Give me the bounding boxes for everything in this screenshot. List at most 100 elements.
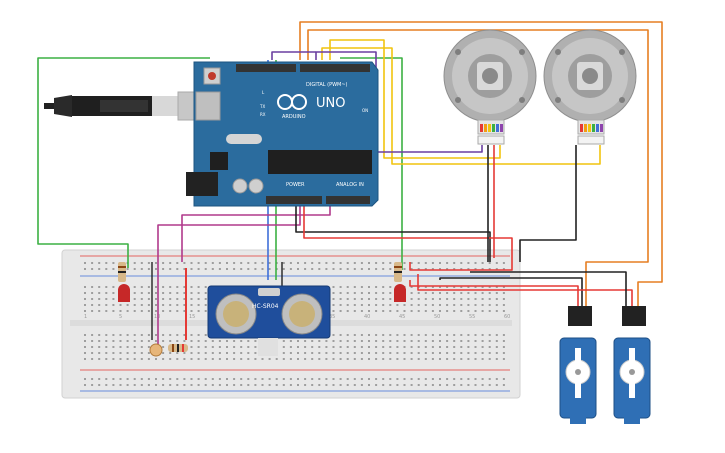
- breadboard-hole: [190, 304, 193, 306]
- breadboard-hole: [446, 352, 449, 354]
- breadboard-hole: [368, 292, 370, 294]
- breadboard-hole: [147, 310, 150, 312]
- breadboard-hole: [389, 304, 392, 306]
- breadboard-hole: [474, 352, 477, 354]
- breadboard-hole: [410, 292, 413, 294]
- breadboard-hole: [332, 298, 335, 300]
- breadboard-hole: [84, 286, 86, 288]
- breadboard-hole: [389, 286, 392, 288]
- breadboard-hole: [368, 334, 370, 336]
- breadboard-column-number: 15: [189, 314, 195, 320]
- breadboard-hole: [133, 298, 136, 300]
- breadboard-hole: [467, 358, 470, 360]
- breadboard-hole: [360, 262, 363, 264]
- breadboard-hole: [147, 286, 150, 288]
- breadboard-hole: [502, 304, 505, 306]
- breadboard-hole: [112, 262, 115, 264]
- breadboard-hole: [126, 304, 129, 306]
- breadboard-hole: [318, 262, 321, 264]
- breadboard-hole: [382, 378, 385, 380]
- breadboard-hole: [417, 298, 420, 300]
- breadboard-hole: [368, 346, 370, 348]
- breadboard-hole: [502, 352, 505, 354]
- breadboard-hole: [155, 378, 157, 380]
- breadboard-hole: [261, 384, 264, 386]
- breadboard-hole: [389, 334, 392, 336]
- breadboard-hole: [332, 262, 335, 264]
- breadboard-hole: [268, 384, 271, 386]
- breadboard-hole: [396, 384, 399, 386]
- breadboard-hole: [502, 378, 505, 380]
- breadboard-hole: [183, 334, 186, 336]
- breadboard-hole: [453, 378, 456, 380]
- breadboard-hole: [304, 262, 307, 264]
- breadboard-hole: [446, 346, 449, 348]
- breadboard-hole: [204, 310, 207, 312]
- breadboard-column-number: 1: [84, 314, 87, 320]
- breadboard-hole: [382, 334, 385, 336]
- breadboard-hole: [162, 262, 165, 264]
- breadboard-hole: [226, 340, 228, 342]
- breadboard-hole: [403, 334, 406, 336]
- breadboard-hole: [297, 384, 299, 386]
- breadboard-hole: [233, 378, 236, 380]
- breadboard-hole: [339, 378, 342, 380]
- breadboard-hole: [126, 384, 129, 386]
- breadboard-hole: [368, 286, 370, 288]
- breadboard-hole: [211, 378, 214, 380]
- breadboard-hole: [481, 346, 484, 348]
- breadboard-hole: [84, 378, 86, 380]
- breadboard-hole: [247, 340, 250, 342]
- breadboard-hole: [346, 310, 349, 312]
- breadboard-hole: [325, 262, 328, 264]
- breadboard-hole: [98, 298, 101, 300]
- breadboard-hole: [396, 310, 399, 312]
- breadboard-hole: [495, 310, 498, 312]
- breadboard-hole: [339, 310, 342, 312]
- breadboard-hole: [311, 340, 314, 342]
- breadboard-hole: [396, 358, 399, 360]
- breadboard-hole: [112, 292, 115, 294]
- breadboard-hole: [240, 268, 243, 270]
- breadboard-hole: [204, 340, 207, 342]
- arduino-brand: ARDUINO: [282, 114, 306, 120]
- breadboard-hole: [84, 298, 86, 300]
- breadboard-hole: [502, 334, 505, 336]
- breadboard-hole: [325, 358, 328, 360]
- breadboard-hole: [368, 358, 370, 360]
- breadboard-hole: [304, 340, 307, 342]
- breadboard-hole: [289, 340, 292, 342]
- breadboard-hole: [226, 262, 228, 264]
- breadboard-hole: [133, 340, 136, 342]
- breadboard-hole: [481, 378, 484, 380]
- breadboard-hole: [318, 352, 321, 354]
- breadboard-hole: [446, 310, 449, 312]
- breadboard-hole: [140, 352, 143, 354]
- breadboard-hole: [140, 286, 143, 288]
- breadboard-hole: [353, 352, 356, 354]
- breadboard-hole: [240, 352, 243, 354]
- motor-right: [543, 29, 637, 145]
- breadboard-hole: [112, 378, 115, 380]
- breadboard-hole: [446, 286, 449, 288]
- breadboard-hole: [439, 298, 441, 300]
- breadboard-hole: [247, 378, 250, 380]
- breadboard-hole: [446, 262, 449, 264]
- breadboard-hole: [474, 262, 477, 264]
- breadboard-hole: [431, 304, 434, 306]
- breadboard-hole: [410, 358, 413, 360]
- breadboard-hole: [140, 384, 143, 386]
- breadboard-hole: [197, 358, 200, 360]
- breadboard-hole: [431, 358, 434, 360]
- breadboard-hole: [325, 378, 328, 380]
- breadboard-hole: [176, 334, 179, 336]
- breadboard-hole: [311, 358, 314, 360]
- breadboard-hole: [431, 292, 434, 294]
- breadboard-hole: [332, 340, 335, 342]
- breadboard-hole: [467, 292, 470, 294]
- breadboard-hole: [424, 304, 427, 306]
- breadboard-hole: [495, 378, 498, 380]
- breadboard-hole: [410, 334, 413, 336]
- breadboard-hole: [112, 286, 115, 288]
- breadboard-hole: [304, 358, 307, 360]
